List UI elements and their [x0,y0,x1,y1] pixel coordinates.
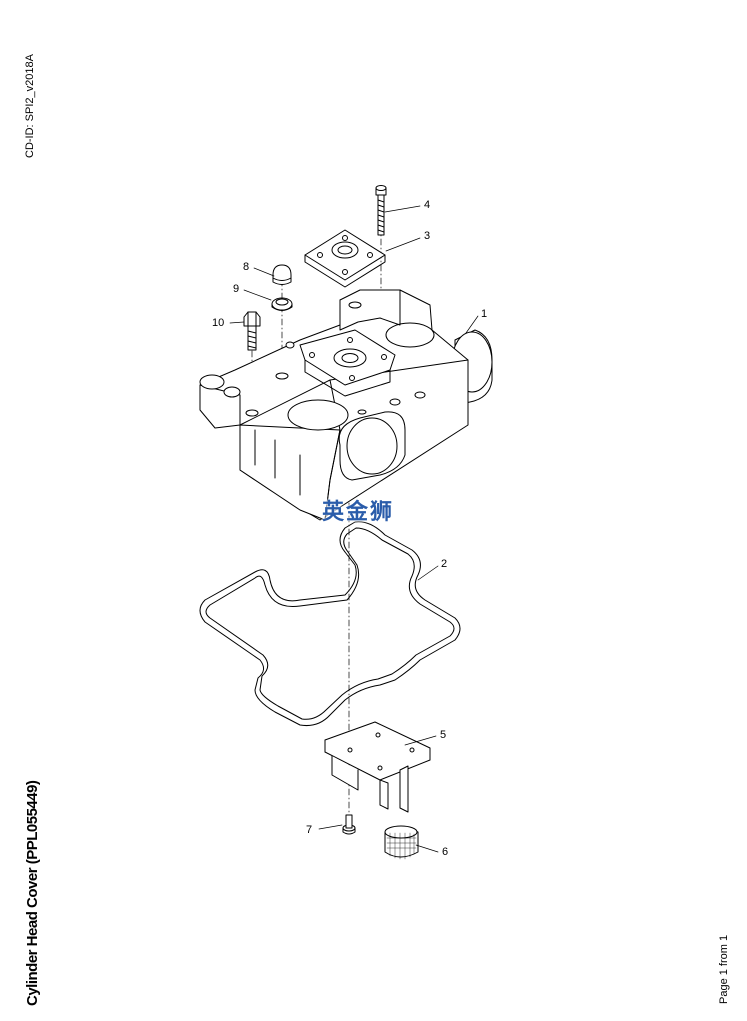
part-5-bracket [324,721,431,813]
part-4-long-bolt [375,185,387,236]
callout-9: 9 [233,283,239,295]
part-8-cap-nut [272,264,292,285]
callout-8: 8 [243,261,249,273]
part-9-washer [271,297,293,311]
part-6-strainer [384,825,419,860]
callout-2: 2 [441,558,447,570]
callout-3: 3 [424,230,430,242]
callout-7: 7 [306,824,312,836]
callout-5: 5 [440,729,446,741]
leader-lines [229,205,479,853]
watermark-logo-text: 英金狮 [322,500,395,525]
part-3-flange-plate [304,229,386,288]
part-1-cylinder-head-cover [199,289,493,521]
callout-6: 6 [442,846,448,858]
callout-1: 1 [481,308,487,320]
part-2-gasket [199,521,461,726]
part-7-screw [342,814,356,835]
callout-10: 10 [212,317,224,329]
callout-4: 4 [424,199,430,211]
part-10-bolt [243,311,261,351]
callout-labels: 1 2 3 4 5 6 7 8 9 10 [212,199,487,858]
